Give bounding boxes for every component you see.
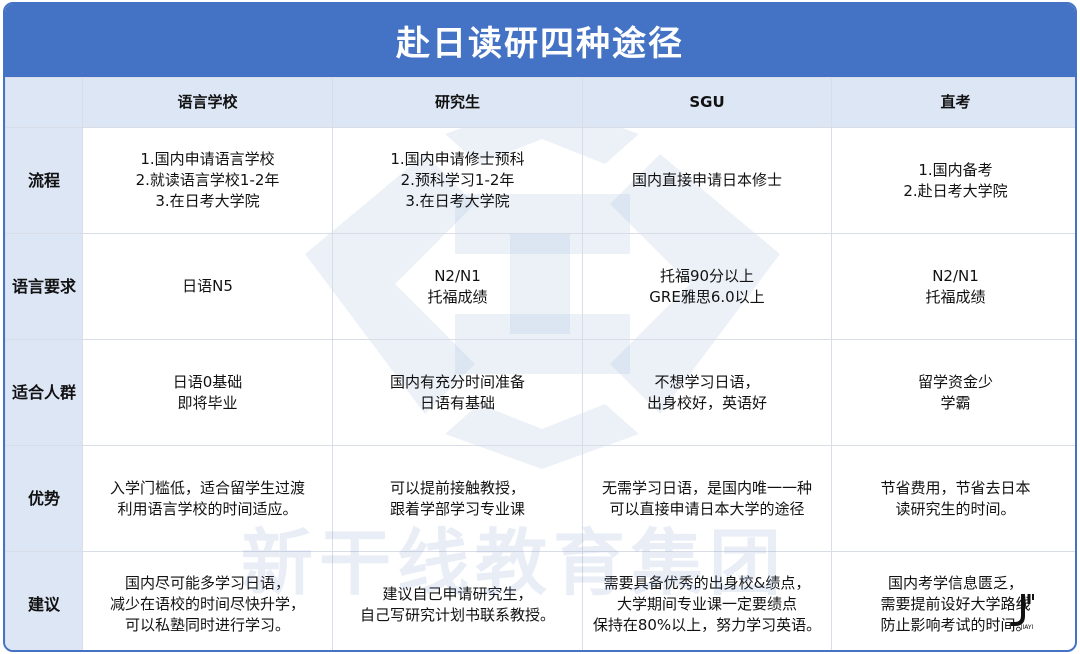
table-cell: 节省费用，节省去日本 读研究生的时间。 [831, 445, 1075, 552]
table-row: 语言要求 日语N5 N2/N1 托福成绩 托福90分以上 GRE雅思6.0以上 … [5, 233, 1075, 340]
table-cell: 国内考学信息匮乏， 需要提前设好大学路线 防止影响考试的时间。 [831, 551, 1075, 650]
column-header: 研究生 [332, 77, 583, 128]
table-cell: N2/N1 托福成绩 [831, 233, 1075, 340]
column-header: SGU [582, 77, 832, 128]
watermark-text: 新干线教育集团 [241, 521, 788, 605]
table-cell: 日语N5 [82, 233, 333, 340]
table-cell: 可以提前接触教授， 跟着学部学习专业课 [332, 445, 583, 552]
jiayi-logo: JIAYI [1011, 594, 1034, 630]
table-row: 适合人群 日语0基础 即将毕业 国内有充分时间准备 日语有基础 不想学习日语， … [5, 339, 1075, 446]
row-header: 适合人群 [5, 339, 83, 446]
comparison-table: 语言学校 研究生 SGU 直考 流程 1.国内申请语言学校 2.就读语言学校1-… [5, 77, 1075, 650]
corner-cell [5, 77, 83, 128]
table-cell: 建议自己申请研究生， 自己写研究计划书联系教授。 [332, 551, 583, 650]
row-header: 优势 [5, 445, 83, 552]
table-row: 建议 国内尽可能多学习日语， 减少在语校的时间尽快升学， 可以私塾同时进行学习。… [5, 551, 1075, 650]
row-header: 流程 [5, 127, 83, 234]
table-cell: 入学门槛低，适合留学生过渡 利用语言学校的时间适应。 [82, 445, 333, 552]
table-row: 流程 1.国内申请语言学校 2.就读语言学校1-2年 3.在日考大学院 1.国内… [5, 127, 1075, 234]
table-cell: 日语0基础 即将毕业 [82, 339, 333, 446]
table-cell: 不想学习日语， 出身校好，英语好 [582, 339, 832, 446]
table-cell: N2/N1 托福成绩 [332, 233, 583, 340]
table-row: 优势 入学门槛低，适合留学生过渡 利用语言学校的时间适应。 可以提前接触教授， … [5, 445, 1075, 552]
table-cell: 国内直接申请日本修士 [582, 127, 832, 234]
table-cell: 1.国内申请修士预科 2.预科学习1-2年 3.在日考大学院 [332, 127, 583, 234]
table-cell: 国内有充分时间准备 日语有基础 [332, 339, 583, 446]
table-cell: 国内尽可能多学习日语， 减少在语校的时间尽快升学， 可以私塾同时进行学习。 [82, 551, 333, 650]
svg-text:JIAYI: JIAYI [1020, 624, 1034, 630]
table-frame: 赴日读研四种途径 语言学校 研究生 SGU 直考 [3, 2, 1077, 652]
row-header: 建议 [5, 551, 83, 650]
table-cell: 1.国内申请语言学校 2.就读语言学校1-2年 3.在日考大学院 [82, 127, 333, 234]
column-header: 直考 [831, 77, 1075, 128]
table-cell: 需要具备优秀的出身校&绩点， 大学期间专业课一定要绩点 保持在80%以上，努力学… [582, 551, 832, 650]
column-header: 语言学校 [82, 77, 333, 128]
header-row: 语言学校 研究生 SGU 直考 [5, 77, 1075, 128]
table-cell: 无需学习日语，是国内唯一一种 可以直接申请日本大学的途径 [582, 445, 832, 552]
table-cell: 1.国内备考 2.赴日考大学院 [831, 127, 1075, 234]
row-header: 语言要求 [5, 233, 83, 340]
table-cell: 留学资金少 学霸 [831, 339, 1075, 446]
page-title: 赴日读研四种途径 [5, 4, 1075, 77]
table-cell: 托福90分以上 GRE雅思6.0以上 [582, 233, 832, 340]
